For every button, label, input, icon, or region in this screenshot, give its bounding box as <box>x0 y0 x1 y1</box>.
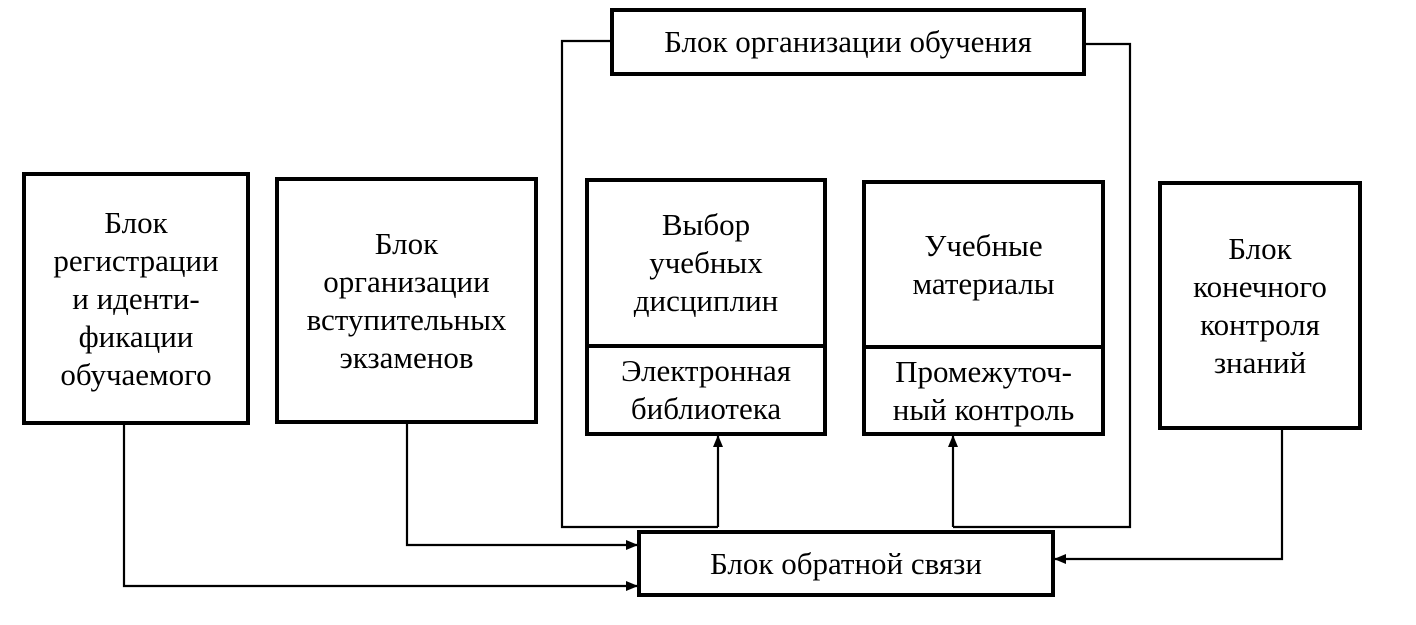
arrow-final-control-to-feedback <box>1054 430 1284 564</box>
learning-organization-block: Блок организации обучения <box>610 8 1086 76</box>
e-library-label: Электронная библиотека <box>620 353 792 426</box>
learning-group-frame-right <box>953 42 1132 529</box>
registration-block: Блок регистрации и иденти- фикации обуча… <box>22 172 250 425</box>
learning-group-frame-left <box>560 39 718 529</box>
interim-control-label: Промежуточ- ный контроль <box>892 353 1075 427</box>
learning-organization-label: Блок организации обучения <box>664 24 1032 59</box>
e-library-block: Электронная библиотека <box>585 346 827 436</box>
entrance-exams-label: Блок организации вступительных экзаменов <box>306 225 507 375</box>
feedback-block: Блок обратной связи <box>637 530 1055 597</box>
course-selection-label: Выбор учебных дисциплин <box>633 207 779 318</box>
course-selection-block: Выбор учебных дисциплин <box>585 178 827 346</box>
feedback-label: Блок обратной связи <box>710 545 982 581</box>
arrow-registration-to-feedback <box>122 425 638 591</box>
arrow-exams-to-feedback <box>405 424 638 550</box>
final-control-block: Блок конечного контроля знаний <box>1158 181 1362 430</box>
entrance-exams-block: Блок организации вступительных экзаменов <box>275 177 538 424</box>
learning-materials-block: Учебные материалы <box>862 180 1105 347</box>
final-control-label: Блок конечного контроля знаний <box>1193 230 1327 380</box>
learning-materials-label: Учебные материалы <box>912 227 1055 301</box>
interim-control-block: Промежуточ- ный контроль <box>862 347 1105 436</box>
registration-label: Блок регистрации и иденти- фикации обуча… <box>53 204 219 392</box>
